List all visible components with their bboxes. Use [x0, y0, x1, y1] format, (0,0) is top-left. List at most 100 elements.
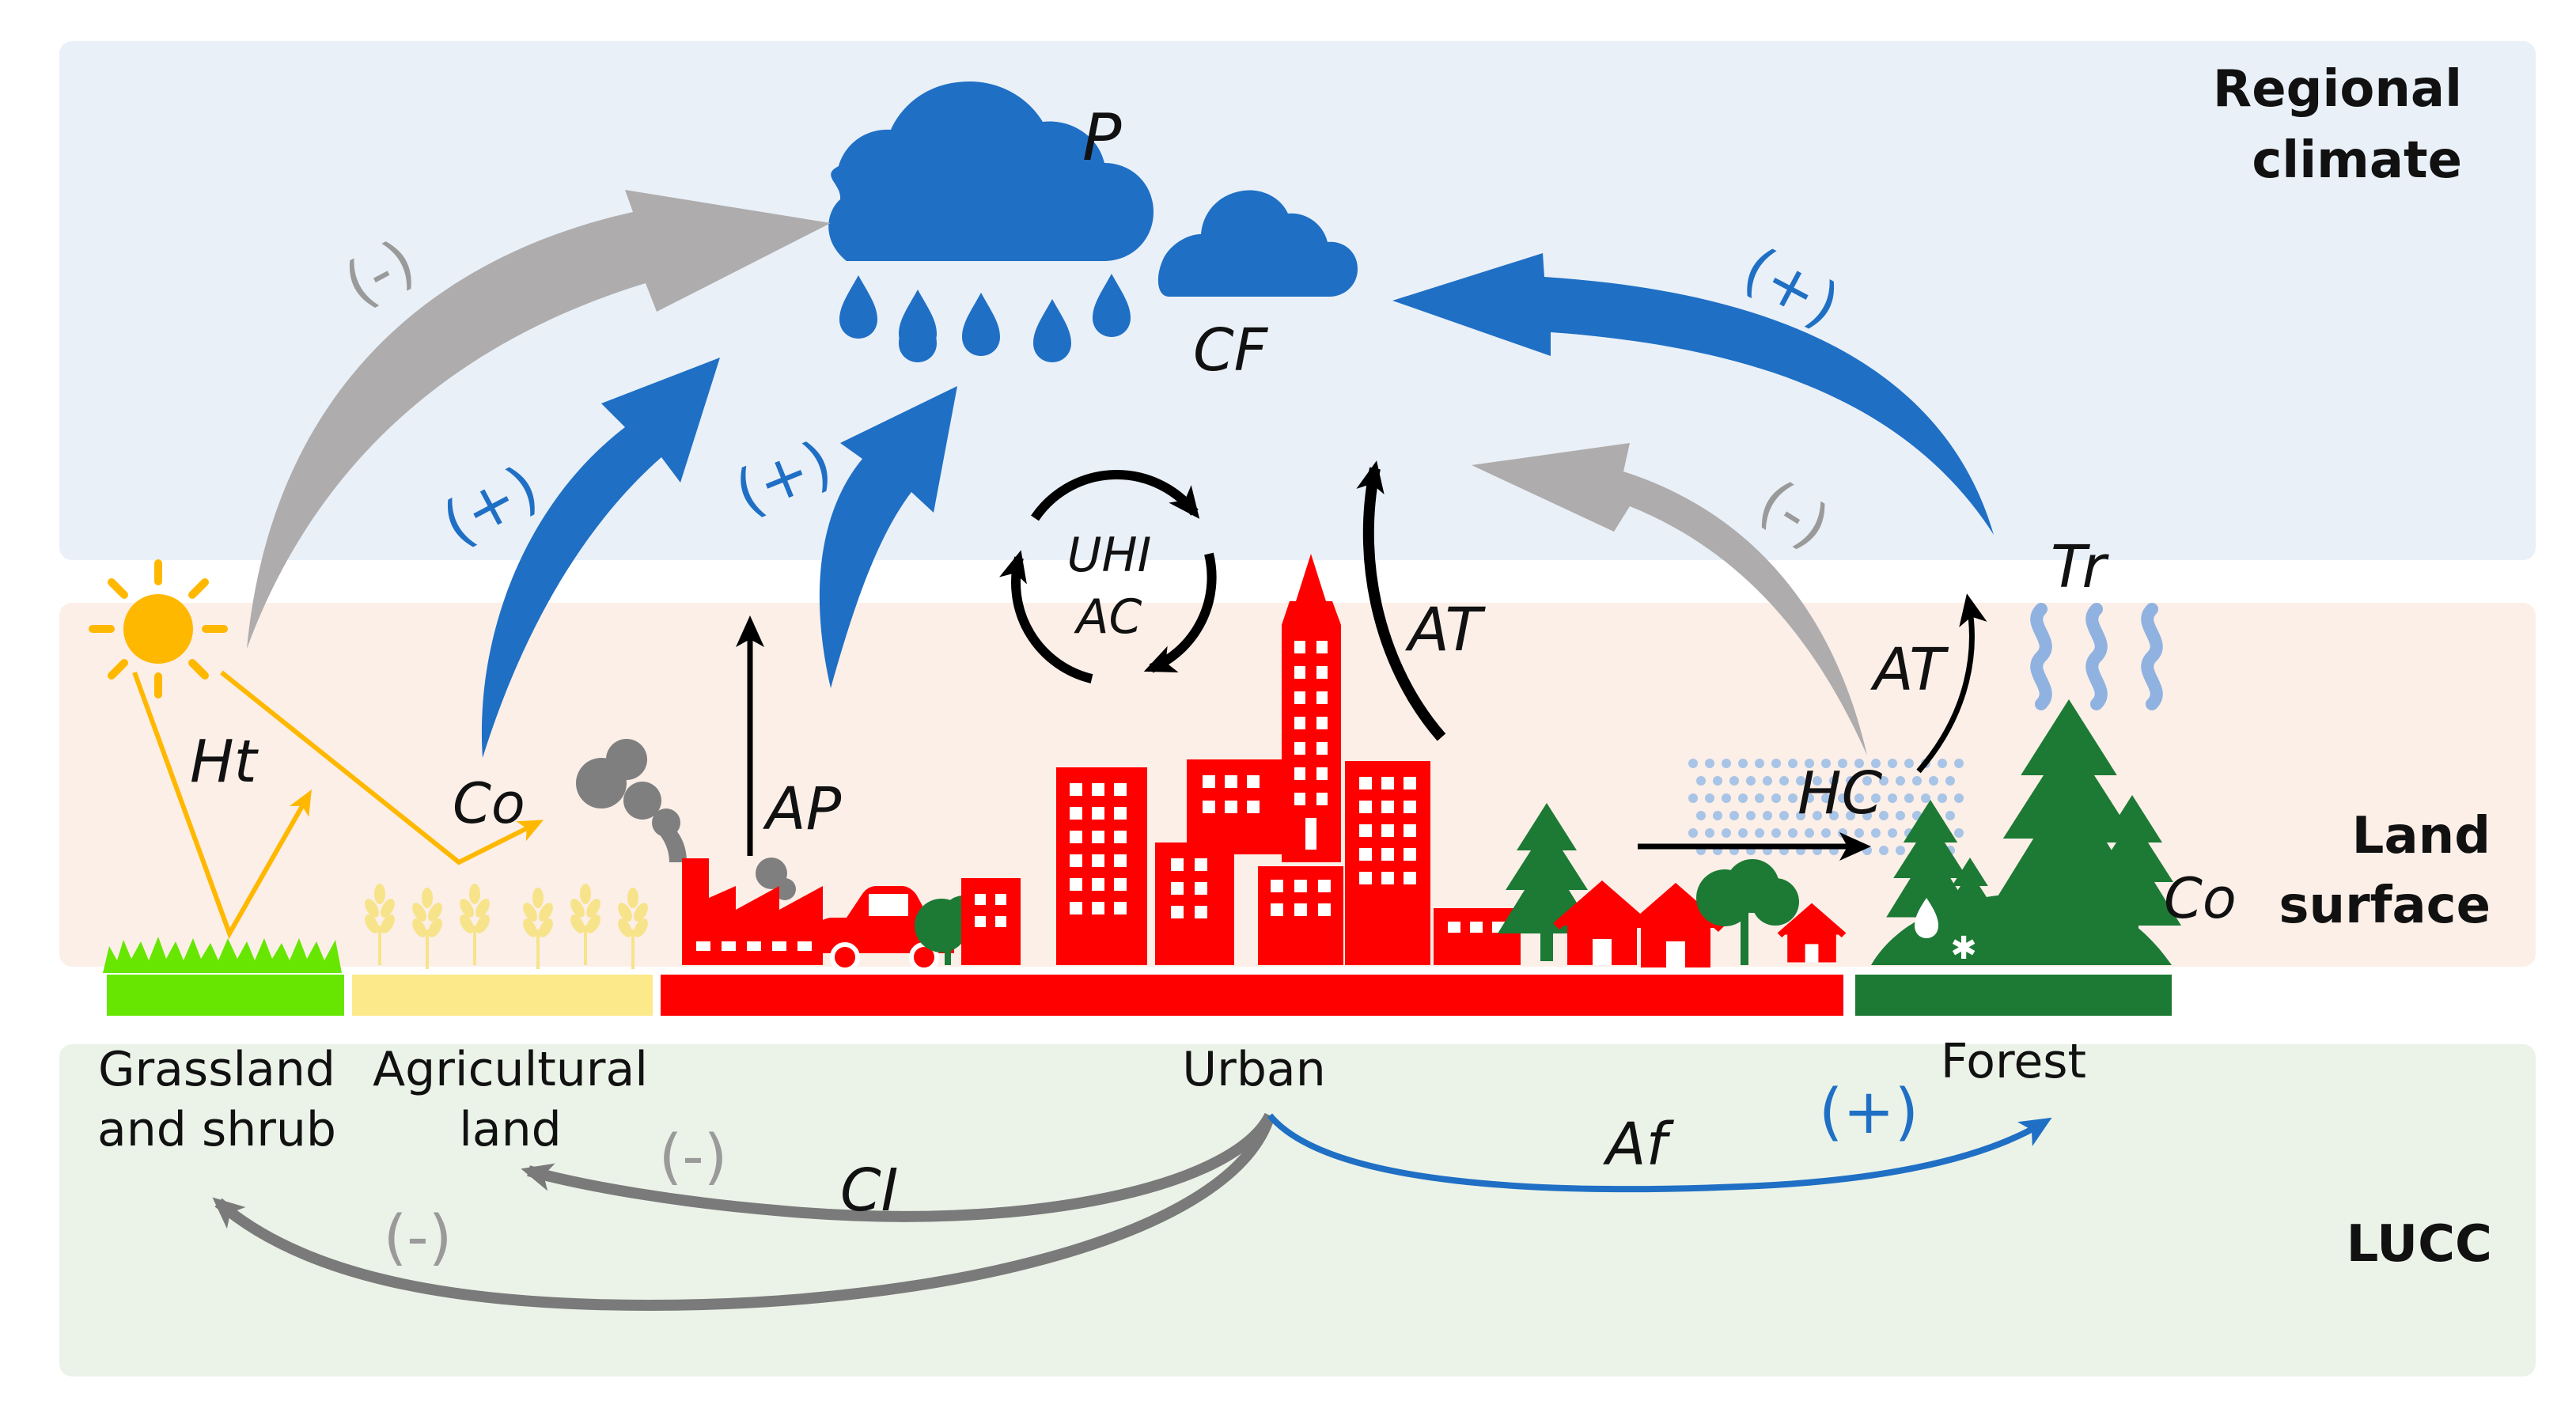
band-label-climate-2: climate: [2252, 131, 2462, 190]
humidity-dot: [1945, 811, 1955, 820]
blue-arrow-forest-to-cloud: [1392, 253, 1994, 535]
forest-icon: ✱: [1871, 699, 2181, 967]
label-ci: CI: [840, 1157, 899, 1225]
humidity-dot: [1688, 828, 1698, 838]
humidity-dot: [1838, 828, 1847, 838]
bar-forest: [1855, 975, 2172, 1016]
humidity-dot: [1912, 776, 1922, 786]
humidity-dot: [1829, 776, 1839, 786]
band-label-lucc: LUCC: [2347, 1215, 2492, 1274]
label-hc: HC: [1798, 759, 1883, 827]
label-co-left: Co: [453, 771, 525, 836]
humidity-dot: [1871, 759, 1881, 768]
humidity-dot: [1879, 811, 1888, 820]
humidity-dot: [1729, 776, 1739, 786]
sign-lucc-forest: (+): [1819, 1077, 1919, 1148]
grass-icon: [103, 937, 342, 973]
humidity-dot: [1788, 759, 1798, 768]
humidity-dot: [1871, 828, 1881, 838]
gray-arrow-hc-to-cloud: [1472, 443, 1867, 755]
humidity-dot: [1862, 846, 1872, 855]
humidity-dot: [1713, 776, 1722, 786]
humidity-dot: [1763, 811, 1772, 820]
uhi-ac-cycle-icon: [999, 470, 1217, 683]
humidity-dot: [1796, 811, 1805, 820]
humidity-dot: [1838, 793, 1847, 803]
humidity-dot: [1904, 793, 1914, 803]
band-lucc: [59, 1044, 2536, 1376]
humidity-dot: [1755, 759, 1764, 768]
humidity-dot: [1705, 759, 1714, 768]
label-grassland-1: Grassland: [98, 1042, 335, 1097]
svg-text:✱: ✱: [1950, 930, 1977, 967]
humidity-dot: [1904, 759, 1914, 768]
humidity-dot: [1688, 759, 1698, 768]
humidity-dot: [1688, 793, 1698, 803]
humidity-dot: [1722, 828, 1731, 838]
humidity-dot: [1821, 828, 1831, 838]
label-co-right: Co: [2164, 866, 2237, 931]
humidity-dot: [1954, 793, 1964, 803]
blue-arrow-agri-to-cloud: [481, 358, 720, 758]
lucc-arrow-urban-to-agri: [521, 1112, 1275, 1222]
round-tree-icon-suburb: [1696, 859, 1799, 965]
band-label-climate-1: Regional: [2213, 60, 2462, 119]
humidity-dot: [1896, 846, 1905, 855]
blue-arrow-urban-to-cloud: [819, 386, 957, 688]
sun-icon: [89, 559, 228, 699]
humidity-dot: [1788, 828, 1798, 838]
humidity-dot: [1846, 776, 1855, 786]
humidity-dot: [1938, 793, 1947, 803]
humidity-dot: [1854, 828, 1864, 838]
label-ht: Ht: [190, 728, 259, 796]
humidity-dot: [1722, 759, 1731, 768]
humidity-dot: [1738, 828, 1748, 838]
humidity-dot: [1829, 811, 1839, 820]
humidity-dot: [1705, 828, 1714, 838]
humidity-dot: [1854, 759, 1864, 768]
humidity-dot: [1771, 759, 1781, 768]
label-ap: AP: [763, 775, 842, 843]
humidity-dot: [1771, 793, 1781, 803]
humidity-dot: [1696, 811, 1706, 820]
humidity-dot: [1805, 828, 1814, 838]
bar-agricultural: [352, 975, 653, 1016]
label-tr: Tr: [2051, 533, 2109, 601]
sign-lucc-agri: (-): [659, 1121, 728, 1191]
humidity-dot: [1771, 828, 1781, 838]
band-label-surface-1: Land: [2352, 807, 2491, 865]
humidity-dot: [1938, 759, 1947, 768]
sign-lucc-grass: (-): [384, 1202, 453, 1272]
humidity-dot: [1879, 846, 1888, 855]
lucc-arrow-urban-to-forest: [1267, 1113, 2052, 1193]
humidity-dot: [1755, 793, 1764, 803]
humidity-dot: [1713, 811, 1722, 820]
label-forest: Forest: [1941, 1034, 2086, 1089]
humidity-dot: [1888, 793, 1897, 803]
humidity-dot: [1854, 793, 1864, 803]
humidity-dot: [1896, 811, 1905, 820]
humidity-dot: [1722, 793, 1731, 803]
humidity-dot: [1746, 811, 1756, 820]
gray-arrow-grass-to-cloud: [247, 190, 831, 649]
label-agricultural-1: Agricultural: [373, 1042, 648, 1097]
label-at-forest: AT: [1870, 636, 1949, 704]
humidity-dot: [1788, 793, 1798, 803]
label-precipitation: P: [1082, 100, 1122, 176]
smoke-icon: [576, 739, 796, 900]
humidity-dot: [1813, 776, 1822, 786]
humidity-dot: [1871, 793, 1881, 803]
humidity-dot: [1846, 811, 1855, 820]
building-windows: [975, 641, 1505, 933]
humidity-dot: [1954, 828, 1964, 838]
label-agricultural-2: land: [459, 1102, 562, 1157]
humidity-dot: [1779, 811, 1789, 820]
sun-ray-lines: [132, 670, 544, 940]
humidity-dot: [1862, 776, 1872, 786]
bar-urban: [661, 975, 1843, 1016]
humidity-dot: [1888, 759, 1897, 768]
humidity-dot: [1954, 759, 1964, 768]
humidity-dot: [1796, 776, 1805, 786]
label-grassland-2: and shrub: [97, 1102, 336, 1157]
